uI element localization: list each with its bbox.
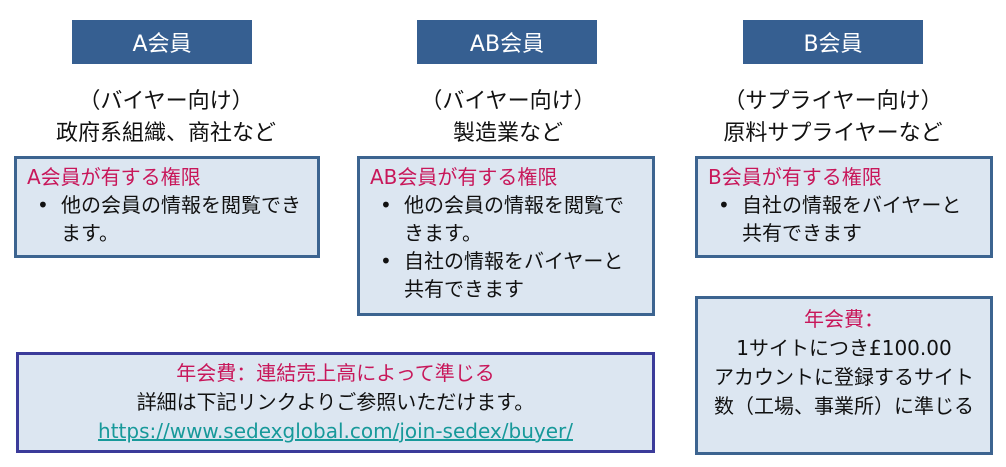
- fee-line: 1サイトにつき£100.00: [736, 336, 952, 360]
- subtitle-line: （バイヤー向け）: [78, 89, 254, 114]
- subtitle-line: 原料サプライヤーなど: [723, 121, 943, 146]
- subtitle-line: （バイヤー向け）: [420, 89, 596, 114]
- fee-line: アカウントに登録するサイト数（工場、事業所）に準じる: [714, 365, 974, 418]
- rights-title: B会員が有する権限: [708, 165, 882, 189]
- rights-title: AB会員が有する権限: [370, 165, 558, 189]
- fee-detail: 詳細は下記リンクよりご参照いただけます。: [136, 390, 535, 414]
- buyer-join-link[interactable]: https://www.sedexglobal.com/join-sedex/b…: [98, 419, 573, 443]
- subtitle-line: （サプライヤー向け）: [723, 89, 943, 114]
- rights-item: 他の会員の情報を閲覧できます。: [27, 191, 307, 247]
- subtitle-line: 政府系組織、商社など: [55, 121, 276, 146]
- header-b-member: B会員: [743, 20, 923, 64]
- subtitle-a: （バイヤー向け） 政府系組織、商社など: [1, 86, 331, 150]
- header-ab-member: AB会員: [417, 20, 597, 64]
- rights-item: 他の会員の情報を閲覧できます。: [370, 191, 642, 247]
- rights-item: 自社の情報をバイヤーと共有できます: [370, 247, 642, 303]
- fee-box-supplier: 年会費： 1サイトにつき£100.00 アカウントに登録するサイト数（工場、事業…: [695, 296, 993, 455]
- subtitle-ab: （バイヤー向け） 製造業など: [343, 86, 673, 150]
- rights-item: 自社の情報をバイヤーと共有できます: [708, 191, 980, 247]
- fee-box-buyer: 年会費：連結売上高によって準じる 詳細は下記リンクよりご参照いただけます。 ht…: [16, 352, 655, 453]
- rights-box-a: A会員が有する権限 他の会員の情報を閲覧できます。: [14, 156, 320, 258]
- rights-box-b: B会員が有する権限 自社の情報をバイヤーと共有できます: [695, 156, 993, 258]
- subtitle-line: 製造業など: [452, 121, 563, 146]
- header-a-member: A会員: [72, 20, 252, 64]
- rights-title: A会員が有する権限: [27, 165, 201, 189]
- rights-box-ab: AB会員が有する権限 他の会員の情報を閲覧できます。自社の情報をバイヤーと共有で…: [357, 156, 655, 316]
- subtitle-b: （サプライヤー向け） 原料サプライヤーなど: [668, 86, 998, 150]
- fee-title: 年会費：: [804, 307, 884, 331]
- fee-title: 年会費：連結売上高によって準じる: [176, 361, 495, 385]
